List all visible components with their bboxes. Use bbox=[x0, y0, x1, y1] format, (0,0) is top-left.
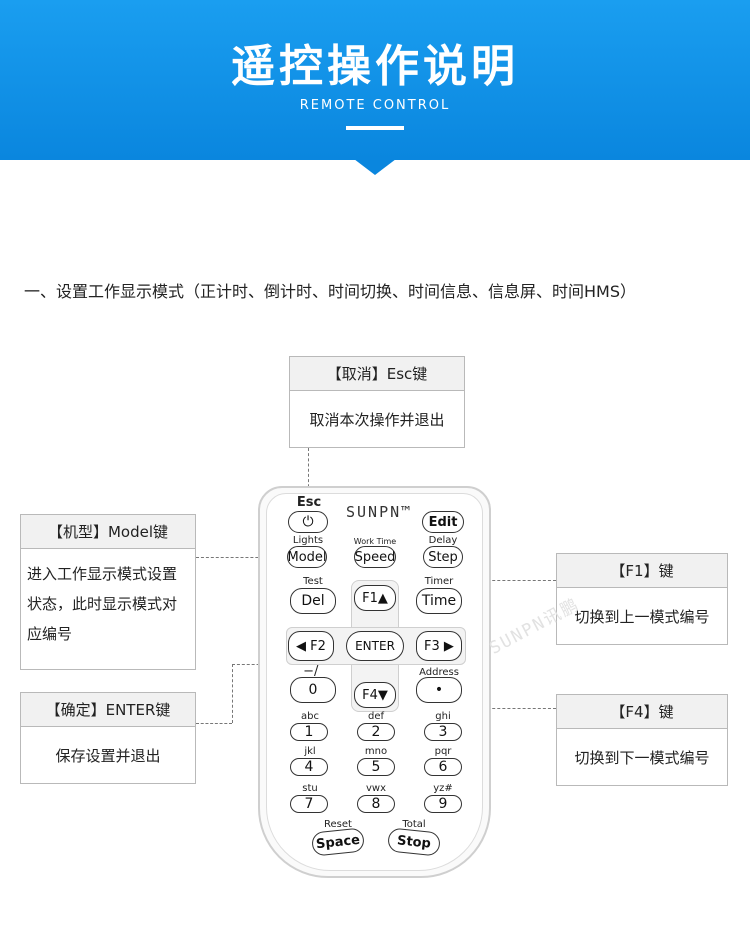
ghi-label: ghi bbox=[435, 711, 451, 722]
section-heading: 一、设置工作显示模式（正计时、倒计时、时间切换、时间信息、信息屏、时间HMS） bbox=[24, 282, 636, 301]
key-4[interactable]: 4 bbox=[290, 758, 328, 776]
time-key[interactable]: Time bbox=[416, 588, 462, 614]
key-5[interactable]: 5 bbox=[357, 758, 395, 776]
esc-callout-body: 取消本次操作并退出 bbox=[309, 411, 445, 429]
esc-callout: 【取消】Esc键 取消本次操作并退出 bbox=[289, 356, 465, 448]
speed-key[interactable]: Speed bbox=[354, 546, 396, 568]
key-1[interactable]: 1 bbox=[290, 723, 328, 741]
key-3[interactable]: 3 bbox=[424, 723, 462, 741]
enter-callout: 【确定】ENTER键 保存设置并退出 bbox=[20, 692, 196, 784]
mno-label: mno bbox=[364, 746, 388, 757]
dot-key[interactable]: • bbox=[416, 677, 462, 703]
model-callout: 【机型】Model键 进入工作显示模式设置状态，此时显示模式对应编号 bbox=[20, 514, 196, 670]
page-title: 遥控操作说明 bbox=[231, 41, 519, 92]
f1-callout-title: 【F1】键 bbox=[557, 554, 727, 588]
vwx-label: vwx bbox=[365, 783, 386, 794]
f4-callout: 【F4】键 切换到下一模式编号 bbox=[556, 694, 728, 786]
banner-arrow bbox=[354, 159, 396, 175]
remote-logo: SUNPN™ bbox=[346, 503, 413, 521]
f4-callout-title: 【F4】键 bbox=[557, 695, 727, 729]
pqr-label: pqr bbox=[434, 746, 452, 757]
enter-leader-line-v bbox=[232, 664, 233, 723]
key-7[interactable]: 7 bbox=[290, 795, 328, 813]
page-subtitle: REMOTE CONTROL bbox=[299, 98, 451, 113]
minus-label: −/_ bbox=[303, 664, 325, 679]
address-label: Address bbox=[419, 667, 459, 678]
stu-label: stu bbox=[302, 783, 318, 794]
esc-callout-title: 【取消】Esc键 bbox=[290, 357, 464, 391]
key-8[interactable]: 8 bbox=[357, 795, 395, 813]
key-2[interactable]: 2 bbox=[357, 723, 395, 741]
del-key[interactable]: Del bbox=[290, 588, 336, 614]
enter-callout-title: 【确定】ENTER键 bbox=[21, 693, 195, 727]
test-label: Test bbox=[303, 576, 323, 587]
zero-key[interactable]: 0 bbox=[290, 677, 336, 703]
step-key[interactable]: Step bbox=[423, 546, 463, 568]
enter-key[interactable]: ENTER bbox=[346, 631, 404, 661]
total-label: Total bbox=[402, 819, 426, 830]
f1-up-key[interactable]: F1▲ bbox=[354, 585, 396, 611]
enter-callout-body: 保存设置并退出 bbox=[55, 747, 161, 765]
esc-leader-line bbox=[308, 448, 309, 508]
lights-label: Lights bbox=[292, 535, 324, 546]
jkl-label: jkl bbox=[304, 746, 316, 757]
reset-label: Reset bbox=[324, 819, 352, 830]
def-label: def bbox=[367, 711, 385, 722]
work-time-label: Work Time bbox=[353, 537, 397, 546]
esc-label: Esc bbox=[296, 495, 322, 510]
f4-callout-body: 切换到下一模式编号 bbox=[574, 749, 710, 767]
header-banner bbox=[0, 0, 750, 160]
esc-power-key[interactable]: ⏻ bbox=[288, 511, 328, 533]
f1-callout: 【F1】键 切换到上一模式编号 bbox=[556, 553, 728, 645]
f1-callout-body: 切换到上一模式编号 bbox=[574, 608, 710, 626]
f4-down-key[interactable]: F4▼ bbox=[354, 682, 396, 708]
timer-label: Timer bbox=[424, 576, 454, 587]
key-6[interactable]: 6 bbox=[424, 758, 462, 776]
f2-left-key[interactable]: ◀ F2 bbox=[288, 631, 334, 661]
model-leader-line bbox=[196, 557, 288, 558]
model-callout-body: 进入工作显示模式设置状态，此时显示模式对应编号 bbox=[27, 565, 178, 643]
enter-leader-line-h bbox=[196, 723, 232, 724]
model-callout-title: 【机型】Model键 bbox=[21, 515, 195, 549]
model-key[interactable]: Model bbox=[287, 546, 327, 568]
abc-label: abc bbox=[301, 711, 319, 722]
delay-label: Delay bbox=[428, 535, 458, 546]
power-icon: ⏻ bbox=[302, 514, 314, 530]
title-underline bbox=[346, 126, 404, 130]
f3-right-key[interactable]: F3 ▶ bbox=[416, 631, 462, 661]
edit-key[interactable]: Edit bbox=[422, 511, 464, 533]
yz-label: yz# bbox=[433, 783, 453, 794]
key-9[interactable]: 9 bbox=[424, 795, 462, 813]
